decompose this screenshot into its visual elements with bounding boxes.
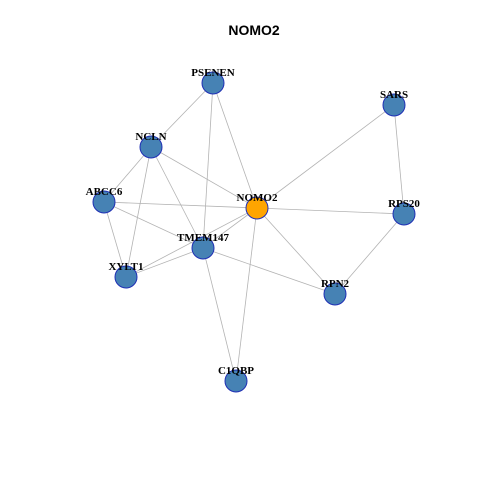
edge-sars-nomo2 [256,104,395,209]
node-rpn2 [323,282,347,306]
edge-ncln-nomo2 [150,146,258,209]
edge-abcc6-nomo2 [103,201,258,209]
node-label-nomo2: NOMO2 [237,192,278,204]
edge-sars-rps20 [393,104,405,215]
node-label-c1qbp: C1QBP [218,365,254,377]
node-abcc6 [92,190,116,214]
edge-tmem147-xylt1 [125,247,204,278]
node-ncln [139,135,163,159]
edge-ncln-abcc6 [103,146,152,203]
node-label-rpn2: RPN2 [321,278,350,290]
node-label-rps20: RPS20 [388,198,420,210]
graph-title: NOMO2 [228,22,280,38]
edge-nomo2-rps20 [256,207,405,215]
nodes-layer [92,71,416,393]
edge-rps20-rpn2 [334,213,405,295]
edge-ncln-xylt1 [125,146,152,278]
edge-ncln-tmem147 [150,146,204,249]
edge-tmem147-rpn2 [202,247,336,295]
node-label-ncln: NCLN [135,131,166,143]
edge-tmem147-c1qbp [202,247,237,382]
node-label-psenen: PSENEN [191,67,234,79]
edge-psenen-tmem147 [202,82,214,249]
edges-layer [103,82,405,382]
node-nomo2 [245,196,269,220]
edge-abcc6-tmem147 [103,201,204,249]
node-tmem147 [191,236,215,260]
node-label-abcc6: ABCC6 [86,186,123,198]
node-psenen [201,71,225,95]
edge-psenen-nomo2 [212,82,258,209]
node-c1qbp [224,369,248,393]
edge-nomo2-c1qbp [235,207,258,382]
edge-abcc6-xylt1 [103,201,127,278]
node-rps20 [392,202,416,226]
edge-nomo2-xylt1 [125,207,258,278]
edge-psenen-ncln [150,82,214,148]
node-label-tmem147: TMEM147 [177,232,229,244]
node-label-xylt1: XYLT1 [108,261,143,273]
node-sars [382,93,406,117]
node-label-sars: SARS [380,89,408,101]
node-xylt1 [114,265,138,289]
edge-nomo2-rpn2 [256,207,336,295]
